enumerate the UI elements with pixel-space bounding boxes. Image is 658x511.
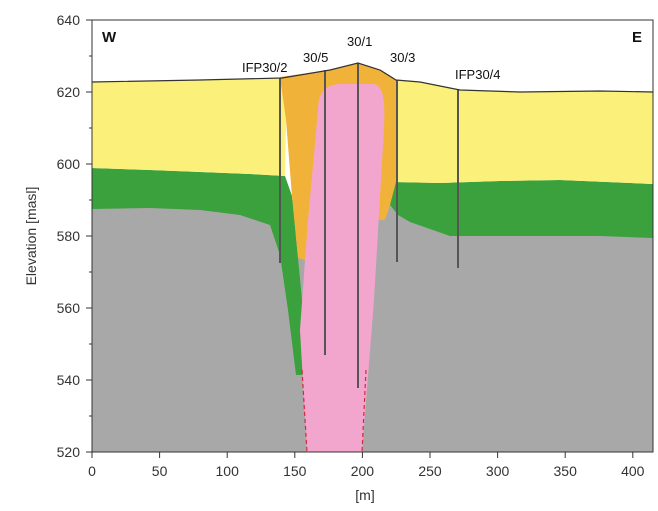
y-tick-label: 540 [57, 372, 81, 388]
y-tick-label: 640 [57, 12, 81, 28]
y-tick-label: 600 [57, 156, 81, 172]
corner-label-east: E [632, 29, 642, 46]
terrain-surface [91, 62, 654, 93]
yellow-sediment-east [393, 80, 653, 184]
corner-label-west: W [102, 29, 117, 46]
x-tick-label: 0 [88, 463, 96, 479]
y-axis-ticks: 640 620 600 580 560 540 520 [57, 12, 92, 460]
y-tick-label: 520 [57, 444, 81, 460]
x-tick-label: 250 [418, 463, 442, 479]
well-label-ifp30-4: IFP30/4 [455, 67, 501, 82]
well-label-30-3: 30/3 [390, 50, 415, 65]
x-tick-label: 50 [152, 463, 168, 479]
x-axis-ticks: 0 50 100 150 200 250 300 350 400 [88, 452, 645, 479]
x-tick-label: 300 [486, 463, 510, 479]
y-tick-label: 580 [57, 228, 81, 244]
y-tick-label: 620 [57, 84, 81, 100]
well-label-ifp30-2: IFP30/2 [242, 60, 288, 75]
intrusion-body [300, 84, 385, 452]
x-tick-label: 350 [554, 463, 578, 479]
well-label-30-1: 30/1 [347, 34, 372, 49]
green-layer [92, 168, 310, 375]
x-axis-label: [m] [355, 487, 374, 503]
y-axis-label: Elevation [masl] [23, 187, 39, 286]
green-layer-east [390, 180, 653, 238]
x-tick-label: 100 [216, 463, 240, 479]
x-tick-label: 400 [621, 463, 645, 479]
x-tick-label: 150 [283, 463, 307, 479]
boreholes [279, 63, 459, 388]
yellow-sediment-west [92, 78, 286, 176]
x-tick-label: 200 [351, 463, 375, 479]
y-tick-label: 560 [57, 300, 81, 316]
well-label-30-5: 30/5 [303, 50, 328, 65]
